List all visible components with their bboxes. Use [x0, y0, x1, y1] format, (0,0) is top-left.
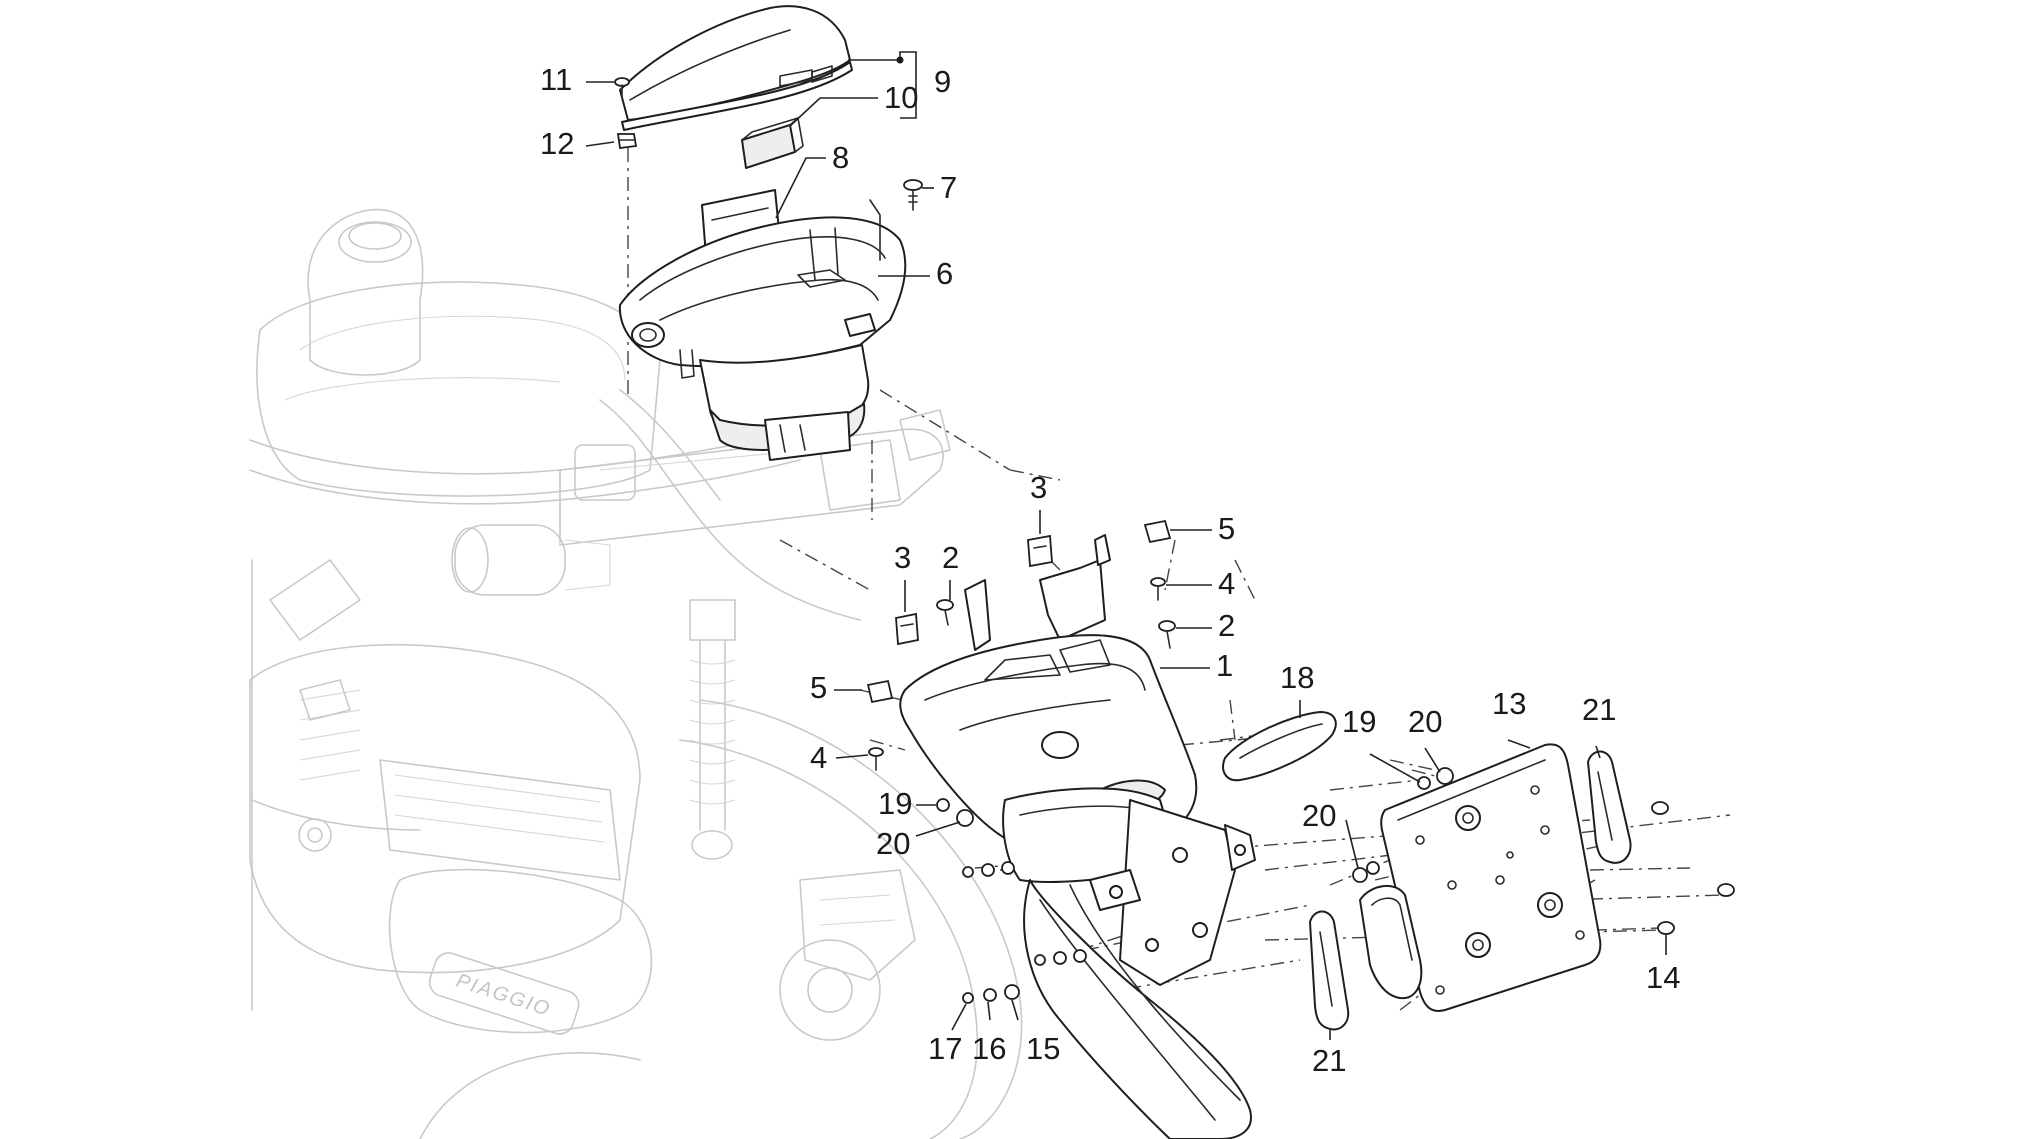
callout-9: 9: [934, 64, 951, 99]
reflector-part-18: [1222, 711, 1337, 782]
ghost-scooter-frame: PIAGGIO: [249, 208, 1023, 1139]
rear-fender-part-1: [899, 534, 1256, 1139]
callout-14: 14: [1646, 960, 1680, 995]
callout-13: 13: [1492, 686, 1526, 721]
callout-labels: 11 12 9 10 8 7 6 3 5 3 2 4 2 1 18 5 4 19…: [540, 62, 1680, 1078]
callout-12: 12: [540, 126, 574, 161]
screw-part-4-left: [868, 747, 884, 771]
seat-cover-part-9: [619, 5, 853, 131]
callout-2-upper: 2: [1218, 608, 1235, 643]
screw-part-2-left: [936, 599, 954, 626]
clip-part-3-left: [895, 612, 919, 646]
callout-20-left: 20: [876, 826, 910, 861]
callout-7: 7: [940, 170, 957, 205]
nut-washer-set-middle: [1034, 949, 1087, 966]
storage-compartment-part-6: [618, 199, 907, 461]
callout-8: 8: [832, 140, 849, 175]
callout-10: 10: [884, 80, 918, 115]
screw-part-2-upper: [1158, 620, 1176, 649]
callout-15: 15: [1026, 1031, 1060, 1066]
screw-part-11: [614, 77, 630, 99]
clip-part-3-upper: [1027, 534, 1053, 568]
engine-brand-logo: PIAGGIO: [453, 970, 553, 1021]
callout-20-upper: 20: [1408, 704, 1442, 739]
callout-17: 17: [928, 1031, 962, 1066]
callout-3-left: 3: [894, 540, 911, 575]
callout-4-upper: 4: [1218, 566, 1235, 601]
plate-holder-part-13: [1380, 743, 1602, 1012]
clip-part-5-left: [866, 679, 894, 704]
leader-lines: [585, 51, 1667, 1040]
callout-21-left: 21: [1312, 1043, 1346, 1078]
washer-group-left: [936, 798, 974, 827]
plate-spacer: [1359, 885, 1423, 1000]
rubber-pad-part-21-left: [1309, 910, 1350, 1031]
callout-18: 18: [1280, 660, 1314, 695]
ghost-rear-shock: [689, 599, 736, 860]
callout-1: 1: [1216, 648, 1233, 683]
callout-19-left: 19: [878, 786, 912, 821]
callout-4-left: 4: [810, 740, 827, 775]
callout-19-right: 19: [1342, 704, 1376, 739]
callout-20-lower: 20: [1302, 798, 1336, 833]
screw-part-4-upper: [1150, 577, 1166, 601]
callout-6: 6: [936, 256, 953, 291]
pad-part-10: [741, 117, 804, 169]
callout-5-left: 5: [810, 670, 827, 705]
callout-11: 11: [540, 62, 572, 97]
nut-washer-set-lower: [962, 984, 1020, 1004]
callout-16: 16: [972, 1031, 1006, 1066]
callout-21-right: 21: [1582, 692, 1616, 727]
washer-group-right: [1352, 767, 1454, 883]
callout-3-upper: 3: [1030, 470, 1047, 505]
nut-washer-set-upper: [962, 861, 1015, 878]
callout-5-upper: 5: [1218, 511, 1235, 546]
callout-2-left: 2: [942, 540, 959, 575]
rubber-pad-part-21-right: [1587, 750, 1632, 864]
clip-part-5-upper: [1143, 519, 1172, 544]
screw-part-7: [903, 179, 923, 211]
clip-part-12: [616, 133, 638, 150]
bolt-part-14: [1651, 801, 1735, 935]
